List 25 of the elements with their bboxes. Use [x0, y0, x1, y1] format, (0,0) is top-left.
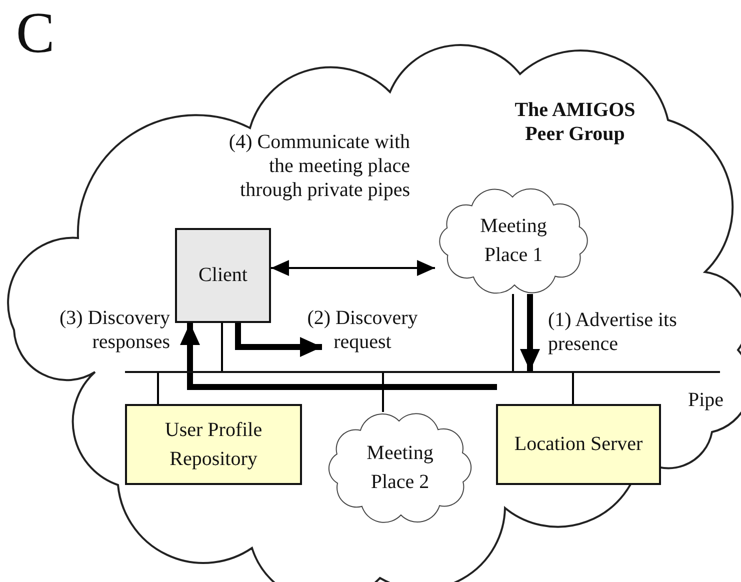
cloud-label: Meeting Place 1	[479, 214, 548, 268]
box-label: Location Server	[514, 432, 643, 457]
arrow	[180, 323, 497, 390]
edge-label: (3) Discovery responses	[58, 306, 170, 354]
process-box	[175, 228, 271, 323]
connector-line	[572, 373, 574, 404]
connector-line	[157, 373, 159, 404]
edge-label: (2) Discovery request	[306, 306, 419, 354]
group-heading: The AMIGOS Peer Group	[514, 98, 636, 146]
arrow	[520, 294, 540, 371]
cloud-label: Meeting Place 2	[366, 441, 434, 495]
edge-label: (1) Advertise its presence	[548, 308, 678, 356]
box-label: Client	[198, 263, 248, 288]
pipe-line	[125, 371, 720, 373]
arrow	[271, 260, 435, 276]
connector-line	[512, 294, 514, 371]
pipe-label: Pipe	[688, 388, 724, 412]
connector-line	[382, 373, 384, 412]
arrow	[235, 323, 322, 357]
process-box	[125, 404, 302, 485]
process-box	[496, 404, 661, 485]
box-label: User Profile Repository	[164, 418, 264, 472]
panel-letter: C	[16, 4, 55, 62]
edge-label: (4) Communicate with the meeting place through private pipes	[228, 130, 410, 202]
connector-line	[221, 323, 223, 371]
